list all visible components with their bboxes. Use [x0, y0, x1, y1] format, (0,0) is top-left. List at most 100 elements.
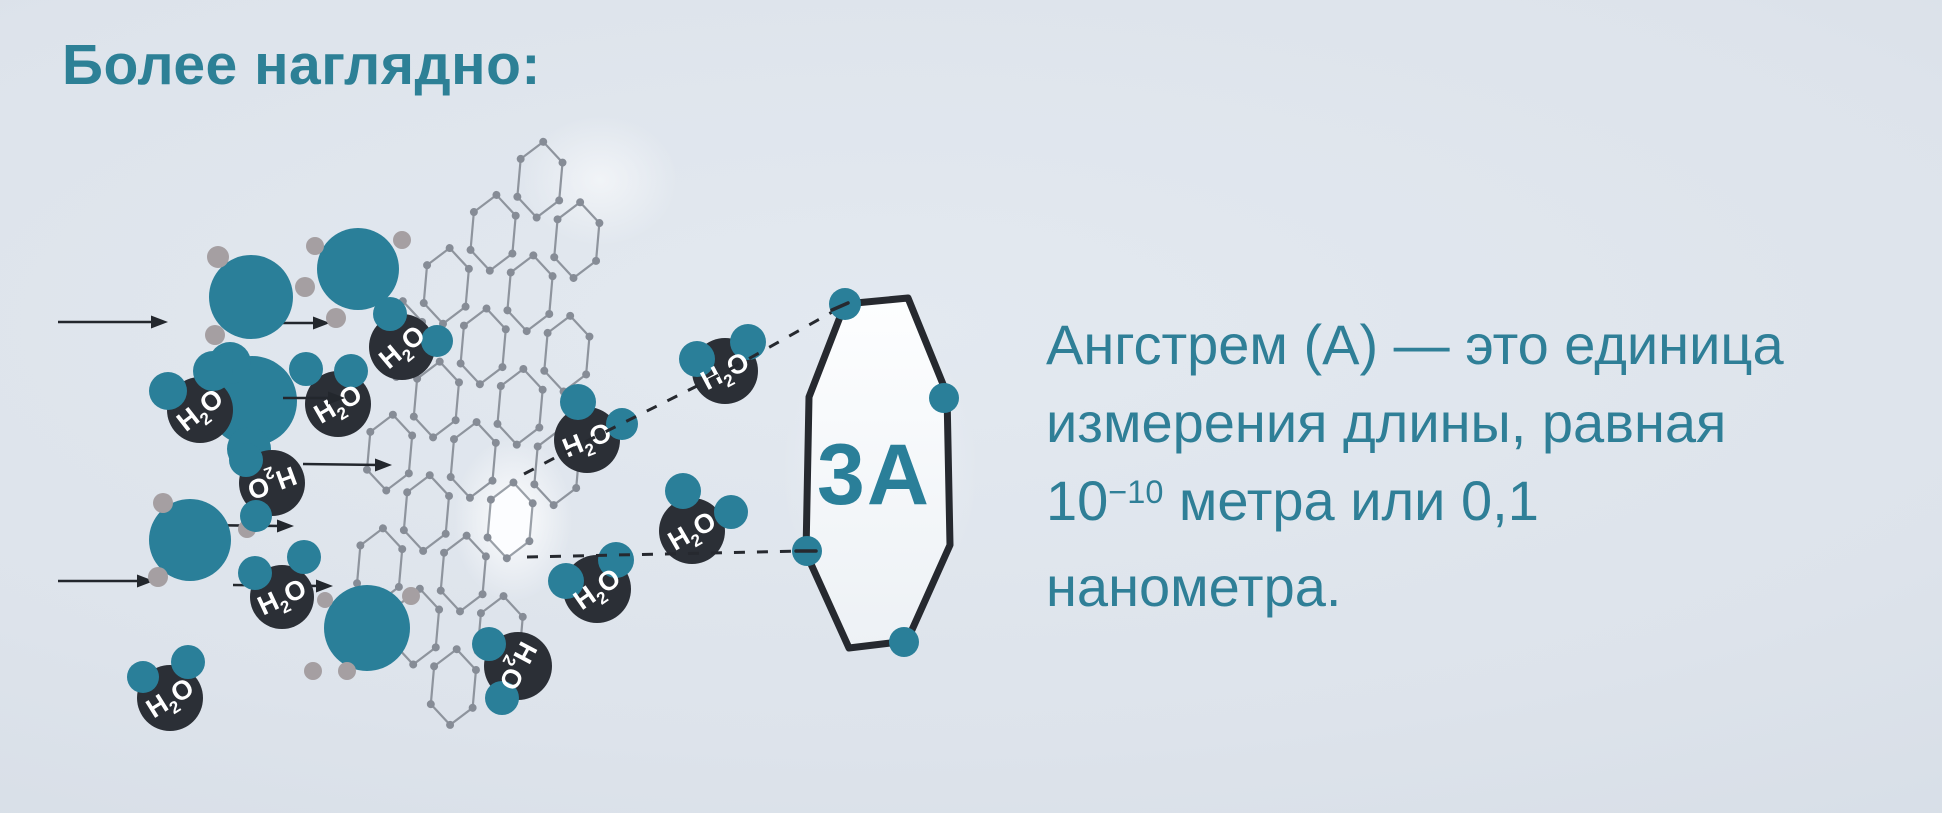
mesh-vertex-dot — [519, 364, 528, 373]
teal-molecule-circle — [324, 585, 410, 671]
hydrogen-atom — [149, 372, 187, 410]
mesh-vertex-dot — [512, 440, 521, 449]
hydrogen-atom — [665, 473, 701, 509]
mesh-vertex-dot — [446, 720, 455, 729]
mesh-vertex-dot — [435, 605, 444, 614]
water-molecule: H2O — [472, 627, 552, 715]
mesh-vertex-dot — [409, 412, 418, 421]
callout-tick — [830, 301, 850, 312]
mesh-vertex-dot — [446, 473, 455, 482]
mesh-vertex-dot — [476, 609, 485, 618]
mesh-vertex-dot — [582, 370, 591, 379]
mesh-vertex-dot — [353, 579, 362, 588]
mesh-vertex-dot — [481, 552, 490, 561]
mesh-vertex-dot — [535, 423, 544, 432]
water-label-group: H2O — [558, 417, 617, 468]
mesh-cell — [506, 253, 554, 333]
mesh-vertex-dot — [491, 438, 500, 447]
power-exponent: −10 — [1108, 474, 1164, 511]
mesh-cell — [365, 413, 414, 492]
mesh-vertex-dot — [595, 219, 604, 228]
hydrogen-atom — [287, 540, 321, 574]
mesh-vertex-dot — [394, 582, 403, 591]
mesh-vertex-dot — [509, 478, 518, 487]
mesh-cell — [429, 647, 478, 727]
power-base: 10 — [1046, 469, 1109, 532]
mesh-vertex-dot — [478, 590, 487, 599]
teal-molecule-circle — [149, 499, 231, 581]
gray-dot — [306, 237, 324, 255]
mesh-vertex-dot — [382, 486, 391, 495]
mesh-vertex-dot — [469, 208, 478, 217]
mesh-vertex-dot — [558, 158, 567, 167]
hydrogen-atom — [606, 408, 638, 440]
flow-arrow — [283, 391, 345, 405]
mesh-vertex-dot — [522, 327, 531, 336]
hydrogen-atom — [127, 661, 159, 693]
graphene-mesh — [353, 137, 604, 729]
mesh-cell — [469, 193, 517, 273]
mesh-vertex-dot — [430, 662, 439, 671]
mesh-vertex-dot — [471, 665, 480, 674]
mesh-cell — [422, 246, 471, 326]
flow-arrow-shaft — [302, 462, 381, 467]
mesh-vertex-dot — [456, 359, 465, 368]
flow-arrow-head — [328, 391, 345, 405]
mesh-vertex-dot — [449, 435, 458, 444]
mesh-vertex-dot — [475, 380, 484, 389]
mesh-vertex-dot — [549, 501, 558, 510]
flow-arrow-head — [316, 579, 333, 593]
water-label: H2O — [558, 417, 617, 468]
definition-line-4: нанометра. — [1046, 555, 1342, 618]
mesh-vertex-dot — [445, 491, 454, 500]
definition-line-3-rest: метра или 0,1 — [1163, 469, 1539, 532]
mesh-vertex-dot — [464, 264, 473, 273]
water-molecule: H2O — [554, 384, 638, 473]
mesh-vertex-dot — [403, 488, 412, 497]
mesh-vertex-dot — [502, 554, 511, 563]
gray-dot — [153, 493, 173, 513]
mesh-vertex-dot — [441, 529, 450, 538]
water-molecule: H2O — [679, 324, 766, 404]
flow-arrow-head — [151, 315, 168, 329]
mesh-vertex-dot — [363, 465, 372, 474]
mesh-vertex-dot — [419, 546, 428, 555]
mesh-vertex-dot — [539, 137, 548, 146]
gray-dot — [207, 246, 229, 268]
hydrogen-atom — [598, 542, 634, 578]
mesh-vertex-dot — [465, 493, 474, 502]
flow-arrow-head — [375, 458, 392, 472]
mesh-vertex-dot — [518, 612, 527, 621]
hydrogen-atom — [485, 681, 519, 715]
hydrogen-atom — [679, 341, 715, 377]
water-molecule: H2O — [369, 297, 453, 380]
magnified-pore: 3А — [792, 288, 959, 657]
gray-dot — [148, 567, 168, 587]
mesh-vertex-dot — [486, 495, 495, 504]
mesh-vertex-dot — [508, 249, 517, 258]
gray-dot — [338, 662, 356, 680]
flow-arrow — [58, 315, 168, 329]
mesh-vertex-dot — [431, 643, 440, 652]
oxygen-body — [659, 498, 725, 564]
water-molecule: H2O — [238, 540, 321, 629]
hydrogen-atom — [472, 627, 506, 661]
mesh-vertex-dot — [436, 586, 445, 595]
mesh-vertex-dot — [553, 215, 562, 224]
hydrogen-atom — [421, 325, 453, 357]
hydrogen-atom — [560, 384, 596, 420]
gray-dot — [393, 231, 411, 249]
mesh-vertex-dot — [408, 431, 417, 440]
hydrogen-atom — [238, 556, 272, 590]
mesh-vertex-dot — [456, 607, 465, 616]
mesh-vertex-dot — [468, 703, 477, 712]
mesh-vertex-dot — [440, 548, 449, 557]
gray-dot — [304, 662, 322, 680]
gray-dot — [326, 308, 346, 328]
mesh-cell — [543, 314, 591, 394]
oxygen-body — [369, 314, 435, 380]
callout-dashed-line — [523, 304, 844, 476]
mesh-vertex-dot — [435, 357, 444, 366]
